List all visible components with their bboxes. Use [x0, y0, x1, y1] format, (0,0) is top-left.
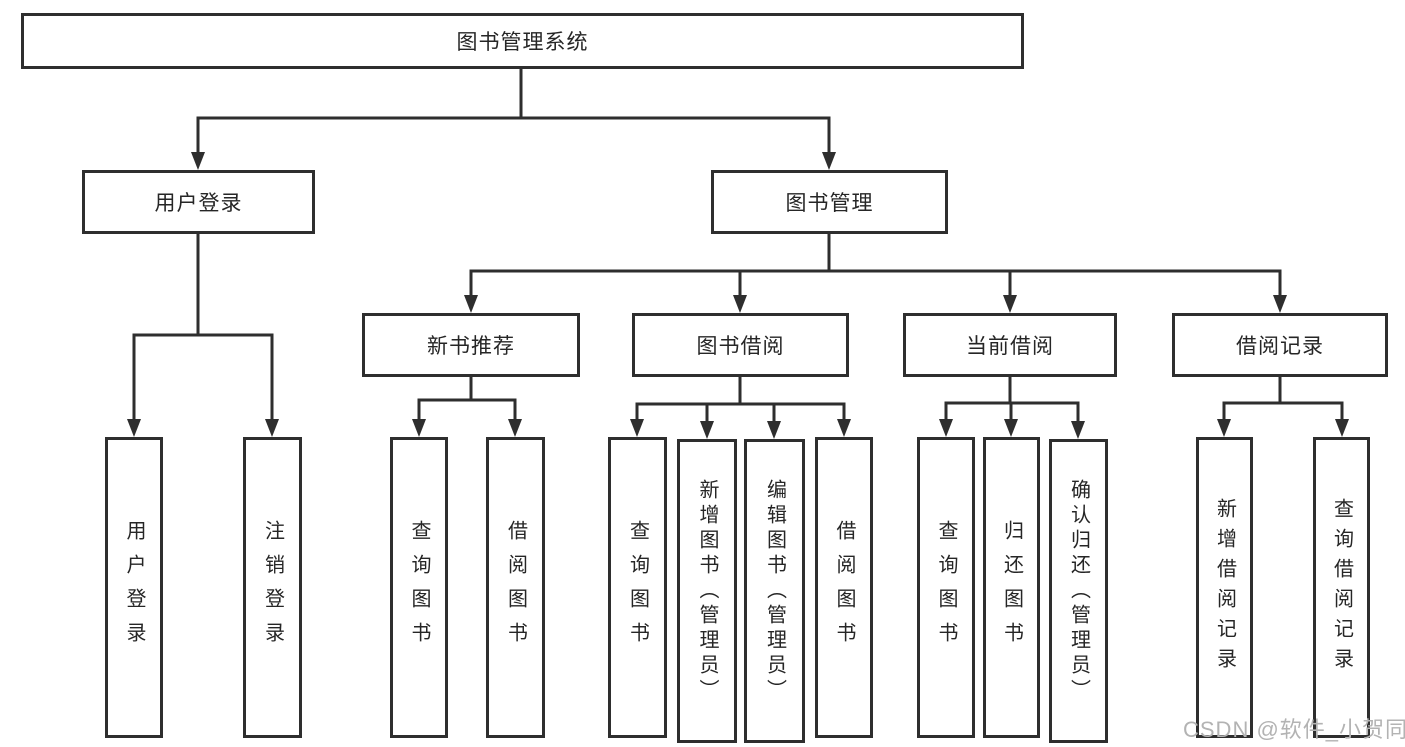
leaf-current-query-books: 查询图书: [917, 437, 975, 738]
leaf-borrowing-query-books: 查询图书: [608, 437, 667, 738]
node-current-borrowing-label: 当前借阅: [966, 335, 1054, 358]
node-new-book-recommend-label: 新书推荐: [427, 335, 515, 358]
leaf-records-add-record: 新增借阅记录: [1196, 437, 1253, 738]
node-current-borrowing: 当前借阅: [903, 313, 1117, 377]
leaf-records-add-record-label: 新增借阅记录: [1213, 497, 1236, 678]
leaf-current-query-books-label: 查询图书: [935, 519, 957, 656]
leaf-newbook-query-books: 查询图书: [390, 437, 448, 738]
leaf-newbook-borrow-books-label: 借阅图书: [504, 519, 527, 656]
node-root-library-system: 图书管理系统: [21, 13, 1024, 69]
node-user-login: 用户登录: [82, 170, 315, 234]
leaf-borrowing-borrow-books-label: 借阅图书: [833, 519, 855, 656]
leaf-user-login: 用户登录: [105, 437, 163, 738]
leaf-borrowing-borrow-books: 借阅图书: [815, 437, 873, 738]
leaf-logout: 注销登录: [243, 437, 302, 738]
leaf-current-confirm-return-admin-label: 确认归还（管理员）: [1067, 478, 1090, 704]
leaf-borrowing-edit-books-admin: 编辑图书（管理员）: [744, 439, 805, 743]
node-book-management: 图书管理: [711, 170, 948, 234]
node-book-borrowing-label: 图书借阅: [696, 335, 785, 358]
node-root-label: 图书管理系统: [456, 31, 589, 54]
node-borrow-records-label: 借阅记录: [1236, 335, 1324, 358]
leaf-logout-label: 注销登录: [261, 519, 284, 656]
leaf-borrowing-query-books-label: 查询图书: [626, 519, 649, 656]
node-new-book-recommend: 新书推荐: [362, 313, 580, 377]
node-user-login-label: 用户登录: [154, 192, 243, 215]
node-book-borrowing: 图书借阅: [632, 313, 849, 377]
csdn-watermark: CSDN @软件_小贺同学: [1183, 717, 1405, 742]
leaf-borrowing-add-books-admin-label: 新增图书（管理员）: [696, 478, 718, 704]
leaf-current-return-books-label: 归还图书: [1000, 519, 1023, 656]
leaf-borrowing-add-books-admin: 新增图书（管理员）: [677, 439, 737, 743]
leaf-current-confirm-return-admin: 确认归还（管理员）: [1049, 439, 1108, 743]
leaf-newbook-borrow-books: 借阅图书: [486, 437, 545, 738]
leaf-user-login-label: 用户登录: [123, 519, 145, 656]
leaf-current-return-books: 归还图书: [983, 437, 1040, 738]
node-book-management-label: 图书管理: [785, 192, 874, 215]
node-borrow-records: 借阅记录: [1172, 313, 1388, 377]
leaf-borrowing-edit-books-admin-label: 编辑图书（管理员）: [763, 478, 786, 704]
leaf-newbook-query-books-label: 查询图书: [408, 519, 430, 656]
leaf-records-query-record: 查询借阅记录: [1313, 437, 1370, 738]
leaf-records-query-record-label: 查询借阅记录: [1330, 497, 1353, 678]
